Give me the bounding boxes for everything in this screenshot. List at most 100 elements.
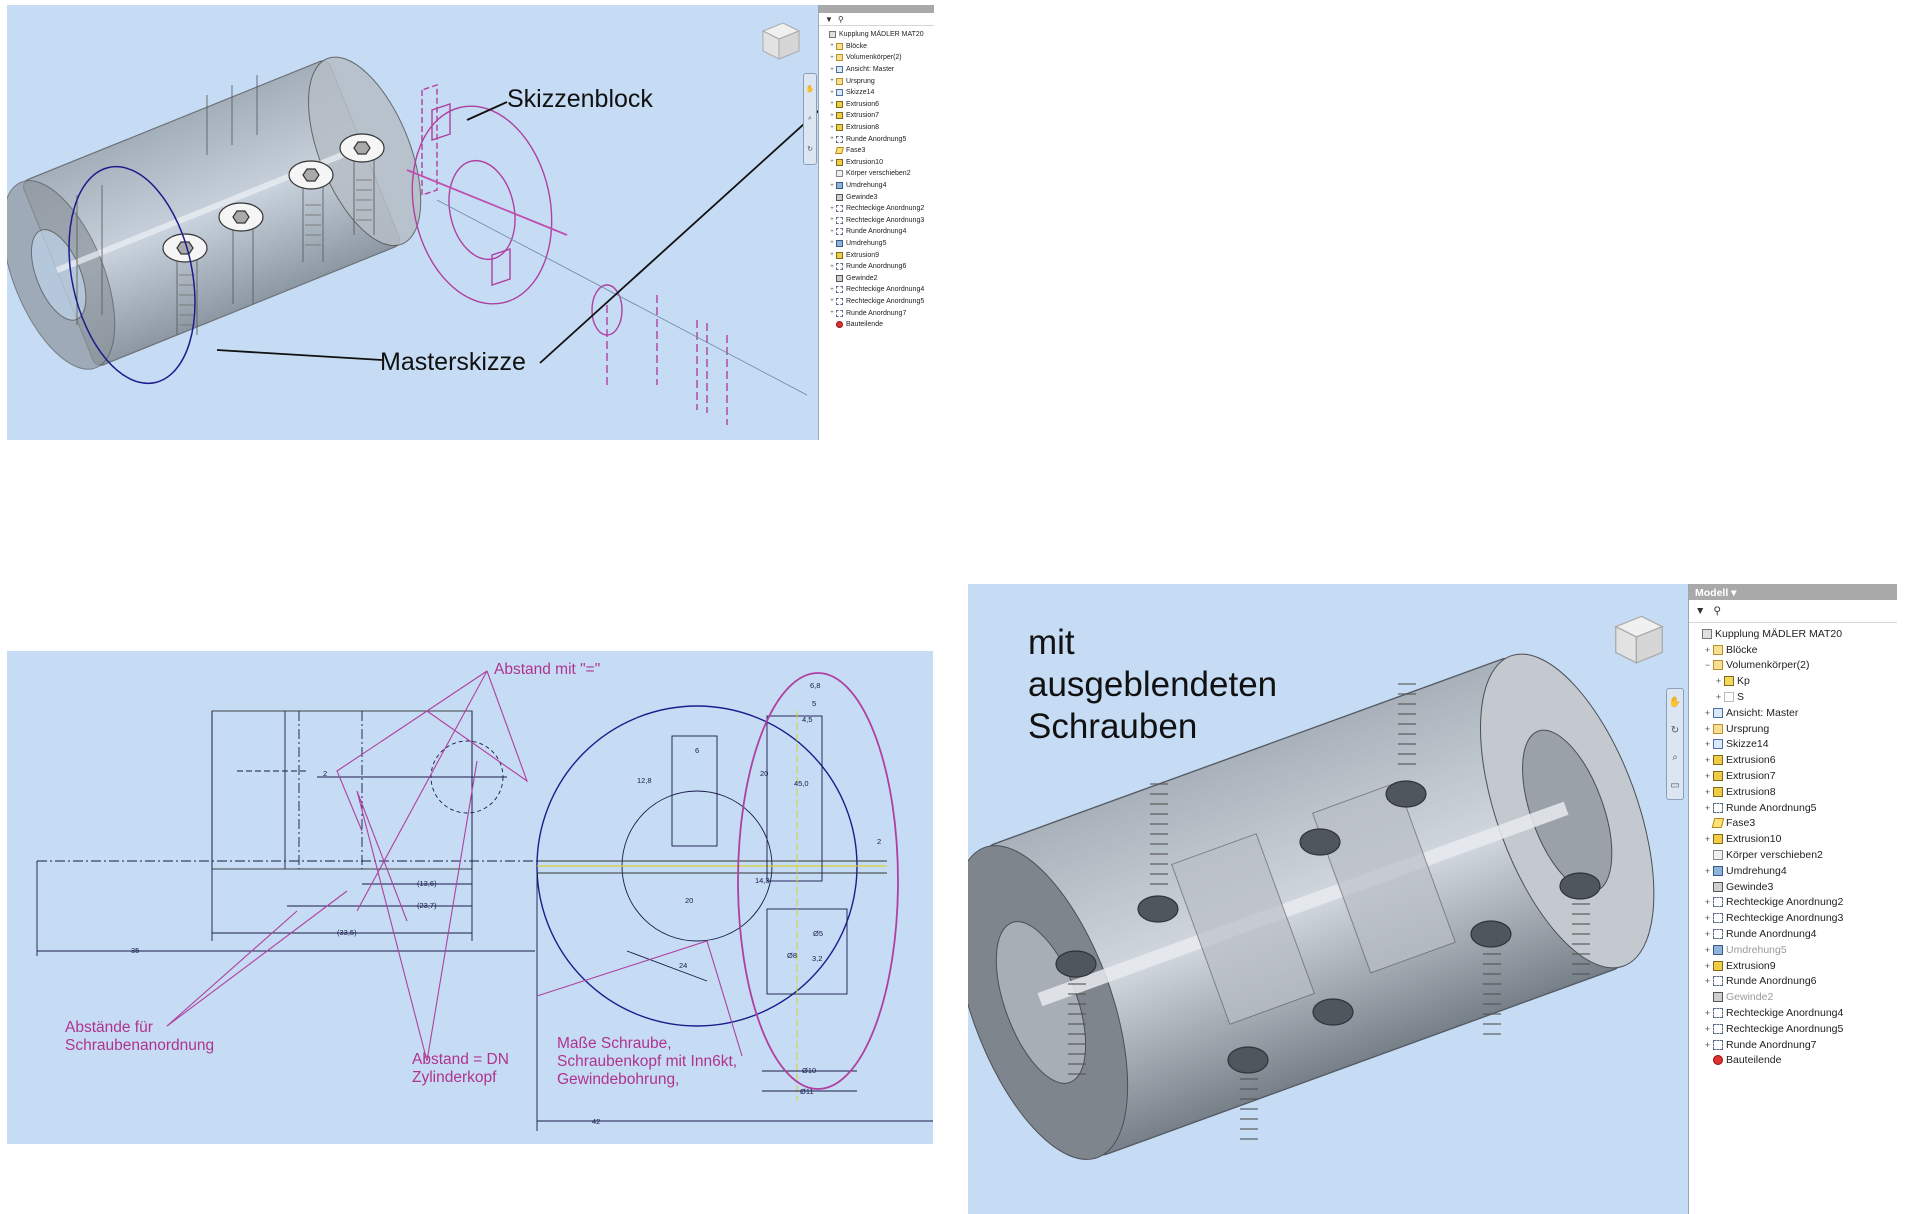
expand-icon[interactable]: + [830,252,834,259]
expand-icon[interactable]: + [830,182,834,189]
orbit-icon[interactable]: ↻ [807,146,813,153]
browser-item[interactable]: Gewinde2 [821,272,934,284]
expand-icon[interactable]: + [1704,1008,1711,1019]
expand-icon[interactable]: + [830,43,834,50]
browser-item[interactable]: +Rechteckige Anordnung2 [821,203,934,215]
browser-item[interactable]: +Ansicht: Master [821,64,934,76]
expand-icon[interactable]: + [1704,739,1711,750]
viewcube-icon[interactable] [1608,606,1670,668]
navigation-bar[interactable]: ✋ ↻ ⌕ ▭ [1666,688,1684,800]
expand-icon[interactable]: + [830,112,834,119]
expand-icon[interactable]: + [830,136,834,143]
browser-item[interactable]: Kupplung MÄDLER MAT20 [1691,626,1897,642]
browser-item[interactable]: +Blöcke [1691,642,1897,658]
browser-item[interactable]: +Runde Anordnung4 [821,226,934,238]
viewport-top-left[interactable]: Skizzenblock Masterskizze ✋ ⌕ ↻ [7,5,821,440]
expand-icon[interactable]: + [830,66,834,73]
browser-item[interactable]: +Skizze14 [821,87,934,99]
pan-icon[interactable]: ✋ [1668,697,1682,709]
browser-item[interactable]: +Extrusion8 [1691,784,1897,800]
expand-icon[interactable]: + [830,205,834,212]
browser-item[interactable]: Bauteilende [1691,1053,1897,1069]
browser-item[interactable]: +Skizze14 [1691,737,1897,753]
expand-icon[interactable]: + [1704,960,1711,971]
browser-item[interactable]: +Ursprung [821,75,934,87]
expand-icon[interactable]: + [830,286,834,293]
browser-item[interactable]: +Extrusion7 [821,110,934,122]
expand-icon[interactable]: + [830,240,834,247]
browser-item[interactable]: +Extrusion9 [1691,958,1897,974]
browser-item[interactable]: −Volumenkörper(2) [1691,658,1897,674]
expand-icon[interactable]: + [1704,802,1711,813]
expand-icon[interactable]: + [830,263,834,270]
expand-icon[interactable]: + [830,159,834,166]
pan-icon[interactable]: ✋ [805,86,815,93]
collapse-icon[interactable]: − [1704,660,1711,671]
browser-item[interactable]: +Runde Anordnung5 [1691,800,1897,816]
browser-item[interactable]: Körper verschieben2 [821,168,934,180]
expand-icon[interactable]: + [1704,644,1711,655]
expand-icon[interactable]: + [830,101,834,108]
binoculars-icon[interactable]: ⚲ [1713,605,1722,617]
browser-item[interactable]: Fase3 [1691,816,1897,832]
browser-item[interactable]: +Rechteckige Anordnung3 [821,215,934,227]
filter-icon[interactable]: ▼ [825,14,833,24]
expand-icon[interactable]: + [1704,865,1711,876]
expand-icon[interactable]: + [1704,944,1711,955]
browser-item[interactable]: +Kp [1691,673,1897,689]
browser-item[interactable]: Gewinde2 [1691,989,1897,1005]
browser-item[interactable]: +Extrusion9 [821,249,934,261]
browser-item[interactable]: +Volumenkörper(2) [821,52,934,64]
expand-icon[interactable]: + [830,78,834,85]
browser-item[interactable]: +Umdrehung5 [821,238,934,250]
navigation-bar[interactable]: ✋ ⌕ ↻ [803,73,817,165]
browser-item[interactable]: +Extrusion6 [1691,752,1897,768]
expand-icon[interactable]: + [1704,771,1711,782]
expand-icon[interactable]: + [1704,707,1711,718]
expand-icon[interactable]: + [830,298,834,305]
expand-icon[interactable]: + [1704,834,1711,845]
expand-icon[interactable]: + [1704,1023,1711,1034]
browser-item[interactable]: +Rechteckige Anordnung5 [1691,1021,1897,1037]
browser-item[interactable]: Kupplung MÄDLER MAT20 [821,29,934,41]
expand-icon[interactable]: + [830,89,834,96]
browser-item[interactable]: +Extrusion8 [821,122,934,134]
browser-item[interactable]: +Extrusion10 [1691,831,1897,847]
look-at-icon[interactable]: ▭ [1670,779,1680,791]
browser-item[interactable]: +Runde Anordnung5 [821,133,934,145]
browser-item[interactable]: +Runde Anordnung7 [1691,1037,1897,1053]
browser-item[interactable]: +Runde Anordnung6 [821,261,934,273]
viewport-hidden-screws[interactable]: mit ausgeblendeten Schrauben ✋ ↻ ⌕ ▭ [968,584,1688,1214]
expand-icon[interactable]: + [830,217,834,224]
browser-item[interactable]: +Runde Anordnung6 [1691,974,1897,990]
expand-icon[interactable]: + [1704,723,1711,734]
expand-icon[interactable]: + [830,54,834,61]
expand-icon[interactable]: + [1704,976,1711,987]
browser-item[interactable]: +Rechteckige Anordnung2 [1691,895,1897,911]
browser-item[interactable]: +Umdrehung4 [1691,863,1897,879]
viewport-sketch-drawing[interactable]: Abstand mit "=" Abstände für Schraubenan… [7,651,933,1144]
expand-icon[interactable]: + [1704,929,1711,940]
expand-icon[interactable]: + [830,124,834,131]
browser-item[interactable]: +Extrusion7 [1691,768,1897,784]
expand-icon[interactable]: + [830,310,834,317]
browser-header[interactable]: Modell ▾ [1689,584,1897,600]
browser-item[interactable]: +Extrusion6 [821,99,934,111]
expand-icon[interactable]: + [1704,897,1711,908]
browser-item[interactable]: Gewinde3 [821,191,934,203]
browser-item[interactable]: +Blöcke [821,41,934,53]
orbit-icon[interactable]: ↻ [1670,724,1680,736]
browser-item[interactable]: +Rechteckige Anordnung5 [821,296,934,308]
browser-item[interactable]: +Rechteckige Anordnung4 [1691,1005,1897,1021]
expand-icon[interactable]: + [1704,755,1711,766]
expand-icon[interactable]: + [1704,913,1711,924]
browser-item[interactable]: +S [1691,689,1897,705]
browser-item[interactable]: +Rechteckige Anordnung4 [821,284,934,296]
viewcube-icon[interactable] [757,15,805,63]
expand-icon[interactable]: + [1715,676,1722,687]
browser-item[interactable]: +Ansicht: Master [1691,705,1897,721]
browser-item[interactable]: +Ursprung [1691,721,1897,737]
browser-item[interactable]: +Umdrehung5 [1691,942,1897,958]
browser-item[interactable]: +Runde Anordnung4 [1691,926,1897,942]
browser-item[interactable]: +Extrusion10 [821,157,934,169]
